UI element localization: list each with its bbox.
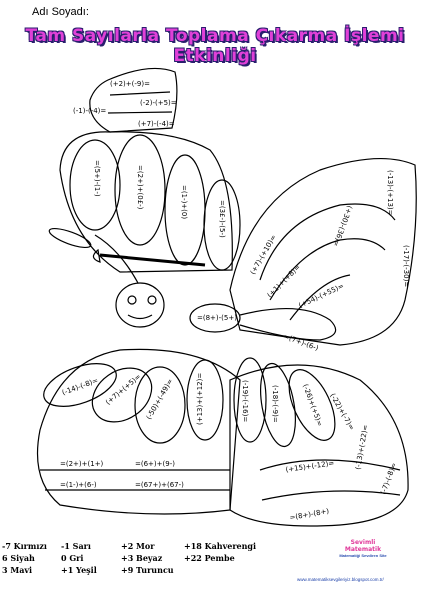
petal-2 (114, 134, 166, 246)
expr-14: (+54)-(+55)= (297, 282, 345, 310)
paint-brush-tip (48, 227, 92, 249)
legend-item: 3 Mavi (2, 565, 33, 575)
butterfly-body (189, 303, 241, 333)
legend-item: -1 Sarı (61, 541, 91, 551)
expr-7: =(1-)+(0) (180, 185, 188, 219)
wing-small-topleft (89, 67, 178, 133)
paint-brush-bristles (92, 248, 101, 263)
expr-11: (-17)-(-30)= (402, 245, 410, 287)
expr-8: =(3£-)-(5-) (218, 200, 226, 238)
petal-lr-2 (260, 362, 296, 448)
petal-lr-1 (233, 357, 267, 443)
page-title: Tam Sayılarla Toplama Çıkarma İşlemi Etk… (25, 26, 405, 66)
expr-32: =(8+)-(8+) (289, 507, 330, 522)
expr-31: (-7)-(-8)= (379, 462, 398, 496)
eye-left (127, 295, 137, 305)
petal-1 (69, 139, 121, 231)
expr-20: (+13)+(+12)= (196, 373, 204, 425)
expr-26: =(6+)+(9-) (135, 460, 175, 468)
eye-right (147, 295, 157, 305)
logo-title: Sevimli Matematik (344, 539, 382, 553)
name-label: Adı Soyadı: (32, 6, 89, 18)
expr-3: (-2)-(+5)= (140, 99, 177, 107)
butterfly-tail (239, 308, 337, 341)
wing-right-arc-2 (269, 238, 386, 301)
wing-lower-left (37, 348, 241, 515)
logo-subtitle: Matematiği Sevdiren Site (339, 553, 387, 558)
wing-upper-left (59, 131, 233, 273)
wing-lower-right (229, 364, 409, 527)
paint-brush-handle (99, 253, 206, 267)
wing-lr-bands (259, 459, 401, 501)
expr-16: =(8+)-(5+) (197, 314, 237, 322)
legend-item: -7 Kırmızı (2, 541, 47, 551)
expr-1: (+2)+(-9)= (110, 80, 150, 88)
expr-13: (+1)+(+8)= (266, 263, 302, 299)
legend-item: +18 Kahverengi (184, 541, 257, 551)
expr-27: =(1-)+(6-) (60, 481, 97, 489)
expr-22: (-18)-(-9)= (271, 385, 279, 423)
expr-4: (+7)-(-4)= (138, 120, 175, 128)
smile (127, 314, 153, 320)
legend-item: +9 Turuncu (121, 565, 174, 575)
legend-item: 6 Siyah (2, 553, 35, 563)
petal-ll-1 (43, 363, 117, 407)
site-logo: Sevimli Matematik Matematiği Sevdiren Si… (333, 535, 393, 583)
petal-ll-3 (134, 366, 186, 444)
expr-5: =(5+)-(1-) (93, 160, 101, 197)
legend-item: 0 Gri (61, 553, 84, 563)
legend-item: +3 Beyaz (121, 553, 163, 563)
petal-ll-4 (186, 359, 224, 441)
expr-15: =(7+)-(6-) (282, 332, 319, 352)
wing-ll-bands (40, 469, 230, 491)
legend-item: +2 Mor (121, 541, 155, 551)
expr-24: (-22)+(-7)= (328, 392, 356, 432)
antenna-1 (94, 234, 139, 284)
expr-25: =(2+)+(1+) (60, 460, 104, 468)
expr-10: (+30)-(36)= (331, 204, 353, 247)
expr-2: (-1)-(-4)= (73, 107, 106, 115)
expr-21: (-19)-(-16)= (241, 380, 249, 422)
wing-upper-right (229, 158, 417, 346)
expr-29: (+15)+(-12)= (285, 459, 335, 474)
expr-23: (-26)+(+5)= (301, 383, 324, 428)
petal-lr-3 (288, 369, 336, 441)
expr-28: =(67+)+(67-) (135, 481, 184, 489)
legend-item: +22 Pembe (184, 553, 235, 563)
butterfly-head (115, 282, 165, 328)
legend-item: +1 Yeşil (61, 565, 97, 575)
wing-right-arc-1 (259, 203, 396, 281)
wing-right-arc-3 (289, 274, 351, 321)
petal-4 (203, 179, 241, 271)
expr-9: (-13)-(+13)= (386, 170, 394, 216)
footer-url[interactable]: www.matematiksevgileriyiz.blogspot.com.t… (297, 577, 384, 582)
expr-6: =(2+)+(0£-) (136, 165, 144, 210)
wing-small-topleft-lines (107, 91, 173, 114)
